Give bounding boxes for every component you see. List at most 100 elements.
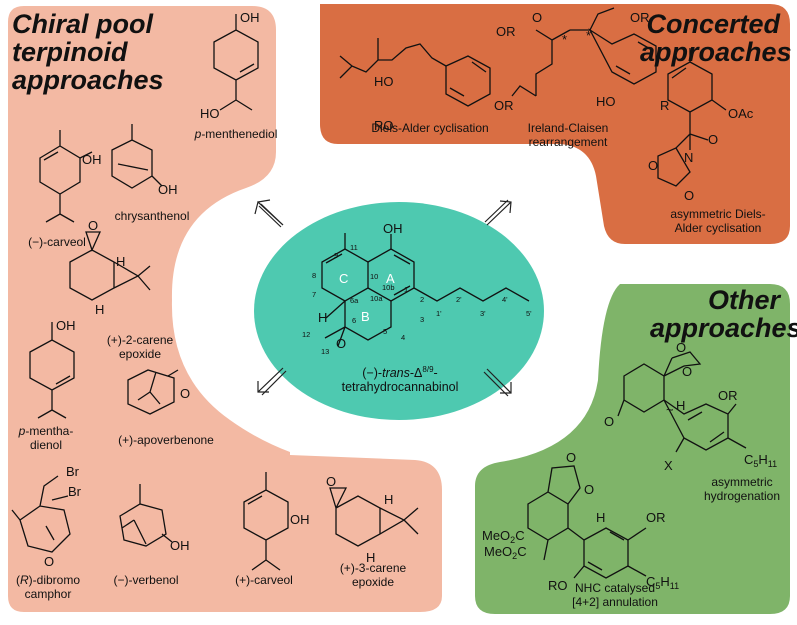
label-p-menthadienol: p-mentha- dienol — [18, 424, 74, 452]
nhc-ro-label: RO — [548, 578, 568, 593]
label-apoverbenone: (+)-apoverbenone — [118, 433, 214, 447]
ho-tilde-label: ~ — [666, 402, 674, 417]
label-asymmetric-hydrogenation: asymmetric hydrogenation — [703, 475, 781, 503]
thc-o-label: O — [336, 336, 346, 351]
verbenol-oh-label: OH — [170, 538, 190, 553]
ring-c-label: C — [339, 271, 348, 286]
menthadienol-oh-label: OH — [56, 318, 76, 333]
atom-2p-label: 2' — [456, 295, 462, 304]
atom-13-label: 13 — [321, 347, 329, 356]
concerted-structures — [339, 7, 727, 187]
thc-center-ellipse — [254, 202, 544, 420]
carveol-minus-oh-label: OH — [82, 152, 102, 167]
ada-o3-label: O — [684, 188, 694, 203]
nhc-c5h11-label: C5H11 — [646, 574, 679, 591]
thc-structure — [321, 233, 530, 347]
atom-10-label: 10 — [370, 272, 378, 281]
atom-6a-label: 6a — [350, 296, 359, 305]
atom-8-label: 8 — [312, 271, 316, 280]
ada-o2-label: O — [648, 158, 658, 173]
ho-o3-label: O — [604, 414, 614, 429]
atom-12-label: 12 — [302, 330, 310, 339]
ic-o-label: O — [532, 10, 542, 25]
label-minus-carveol: (−)-carveol — [28, 235, 86, 249]
label-nhc-annulation: NHC catalysed [4+2] annulation — [572, 581, 658, 609]
ring-b-label: B — [361, 309, 370, 324]
ic-or-label: OR — [630, 10, 650, 25]
atom-9-label: 9 — [334, 251, 338, 260]
ho-c5h11-label: C5H11 — [744, 452, 777, 469]
carene3-h1-label: H — [384, 492, 393, 507]
thc-oh-label: OH — [383, 221, 403, 236]
ic-star2-label: * — [586, 28, 591, 43]
dibromo-br1-label: Br — [66, 464, 80, 479]
ic-ho-label: HO — [596, 94, 616, 109]
carveol-plus-oh-label: OH — [290, 512, 310, 527]
other-title: Other approaches — [650, 285, 797, 343]
atom-7-label: 7 — [312, 290, 316, 299]
label-plus-carveol: (+)-carveol — [235, 573, 293, 587]
label-asymmetric-diels-alder: asymmetric Diels- Alder cyclisation — [670, 207, 766, 235]
ada-o1-label: O — [708, 132, 718, 147]
label-dibromo-camphor: (R)-dibromo camphor — [15, 573, 81, 601]
nhc-or-label: OR — [646, 510, 666, 525]
atom-5-label: 5 — [383, 327, 387, 336]
ring-a-label: A — [386, 271, 395, 286]
other-panel — [475, 284, 790, 614]
atom-6-label: 6 — [352, 316, 356, 325]
nhc-o1-label: O — [566, 450, 576, 465]
atom-5p-label: 5' — [526, 309, 532, 318]
label-verbenol: (−)-verbenol — [113, 573, 179, 587]
ho-tilde-h-label: H — [676, 398, 685, 413]
ic-r-label: R — [660, 98, 669, 113]
nhc-o2-label: O — [584, 482, 594, 497]
carene3-h2-label: H — [366, 550, 375, 565]
da-ro-label: RO — [374, 118, 394, 133]
atom-1p-label: 1' — [436, 309, 442, 318]
chiral-pool-structures — [11, 14, 419, 571]
ada-n-label: N — [684, 150, 693, 165]
atom-4-label: 4 — [401, 333, 405, 342]
atom-4p-label: 4' — [502, 295, 508, 304]
atom-10a-label: 10a — [370, 294, 383, 303]
label-2-carene-epoxide: (+)-2-carene epoxide — [106, 333, 174, 361]
chiral-pool-panel — [8, 6, 442, 612]
arrow-down-left-icon — [257, 367, 287, 396]
da-ho-label: HO — [374, 74, 394, 89]
label-3-carene-epoxide: (+)-3-carene epoxide — [339, 561, 407, 589]
nhc-meo2c-2-label: MeO2C — [484, 544, 527, 561]
ho-o2-label: O — [682, 364, 692, 379]
dibromo-o-label: O — [44, 554, 54, 569]
dibromo-br2-label: Br — [68, 484, 82, 499]
da-or2-label: OR — [494, 98, 514, 113]
da-or1-label: OR — [496, 24, 516, 39]
ic-star1-label: * — [562, 32, 567, 47]
label-chrysanthenol: chrysanthenol — [114, 209, 190, 223]
menthenediol-oh-label: OH — [240, 10, 260, 25]
carene2-h2-label: H — [95, 302, 104, 317]
ada-oac-label: OAc — [728, 106, 754, 121]
apoverbenone-o-label: O — [180, 386, 190, 401]
ho-or-label: OR — [718, 388, 738, 403]
atom-11-label: 11 — [350, 243, 358, 252]
arrow-down-right-icon — [483, 368, 512, 397]
thc-name: (−)-trans-Δ8/9- tetrahydrocannabinol — [341, 365, 459, 395]
arrow-up-right-icon — [484, 199, 512, 226]
nhc-meo2c-1-label: MeO2C — [482, 528, 525, 545]
carene2-o-label: O — [88, 218, 98, 233]
ho-o1-label: O — [676, 340, 686, 355]
carene3-o-label: O — [326, 474, 336, 489]
arrow-up-left-icon — [254, 199, 284, 228]
atom-2-label: 2 — [420, 295, 424, 304]
chiral-pool-title: Chiral pool terpinoid approaches — [12, 9, 164, 95]
carene2-h1-label: H — [116, 254, 125, 269]
concerted-title: Concerted approaches — [640, 9, 792, 67]
chrysanthenol-oh-label: OH — [158, 182, 178, 197]
label-p-menthenediol: p-menthenediol — [194, 127, 278, 141]
nhc-h-label: H — [596, 510, 605, 525]
atom-3p-label: 3' — [480, 309, 486, 318]
label-diels-alder: Diels-Alder cyclisation — [371, 121, 489, 135]
ho-x-label: X — [664, 458, 673, 473]
